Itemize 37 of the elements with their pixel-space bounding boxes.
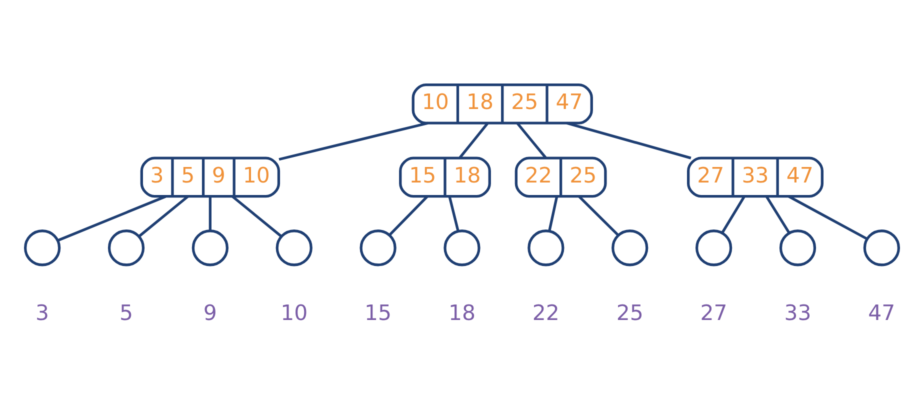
node-label: 5 [119,300,134,326]
node-circle [276,229,312,266]
connector [448,196,460,231]
node-label: 15 [364,300,392,326]
connector [278,121,428,160]
node-label: 25 [616,300,644,326]
node-circle [779,229,816,266]
node-circle [863,229,900,266]
node-label: 18 [448,300,476,326]
node-circle [108,229,145,266]
node-circle [528,229,564,266]
connector [548,196,558,231]
connector [58,194,166,242]
node-label: 9 [203,300,217,326]
connector [578,195,619,236]
node-circle [444,229,480,266]
node-circle [695,229,732,266]
node-circle [24,229,61,266]
connector [388,195,428,236]
connector [208,196,212,230]
node-label: 22 [532,300,560,326]
node-label: 47 [868,300,896,326]
node-label: 33 [784,300,812,326]
connector [458,122,489,158]
node-circle [192,229,229,266]
connector [721,195,746,234]
node-label: 27 [700,300,728,326]
connector [138,195,189,237]
connector [788,194,868,240]
connector [516,122,547,158]
connector [766,195,790,234]
connector [566,121,692,159]
connector [232,195,282,237]
node-circle [612,229,648,266]
node-label: 3 [36,300,50,326]
node-label: 10 [280,300,308,326]
node-circle [360,229,396,266]
